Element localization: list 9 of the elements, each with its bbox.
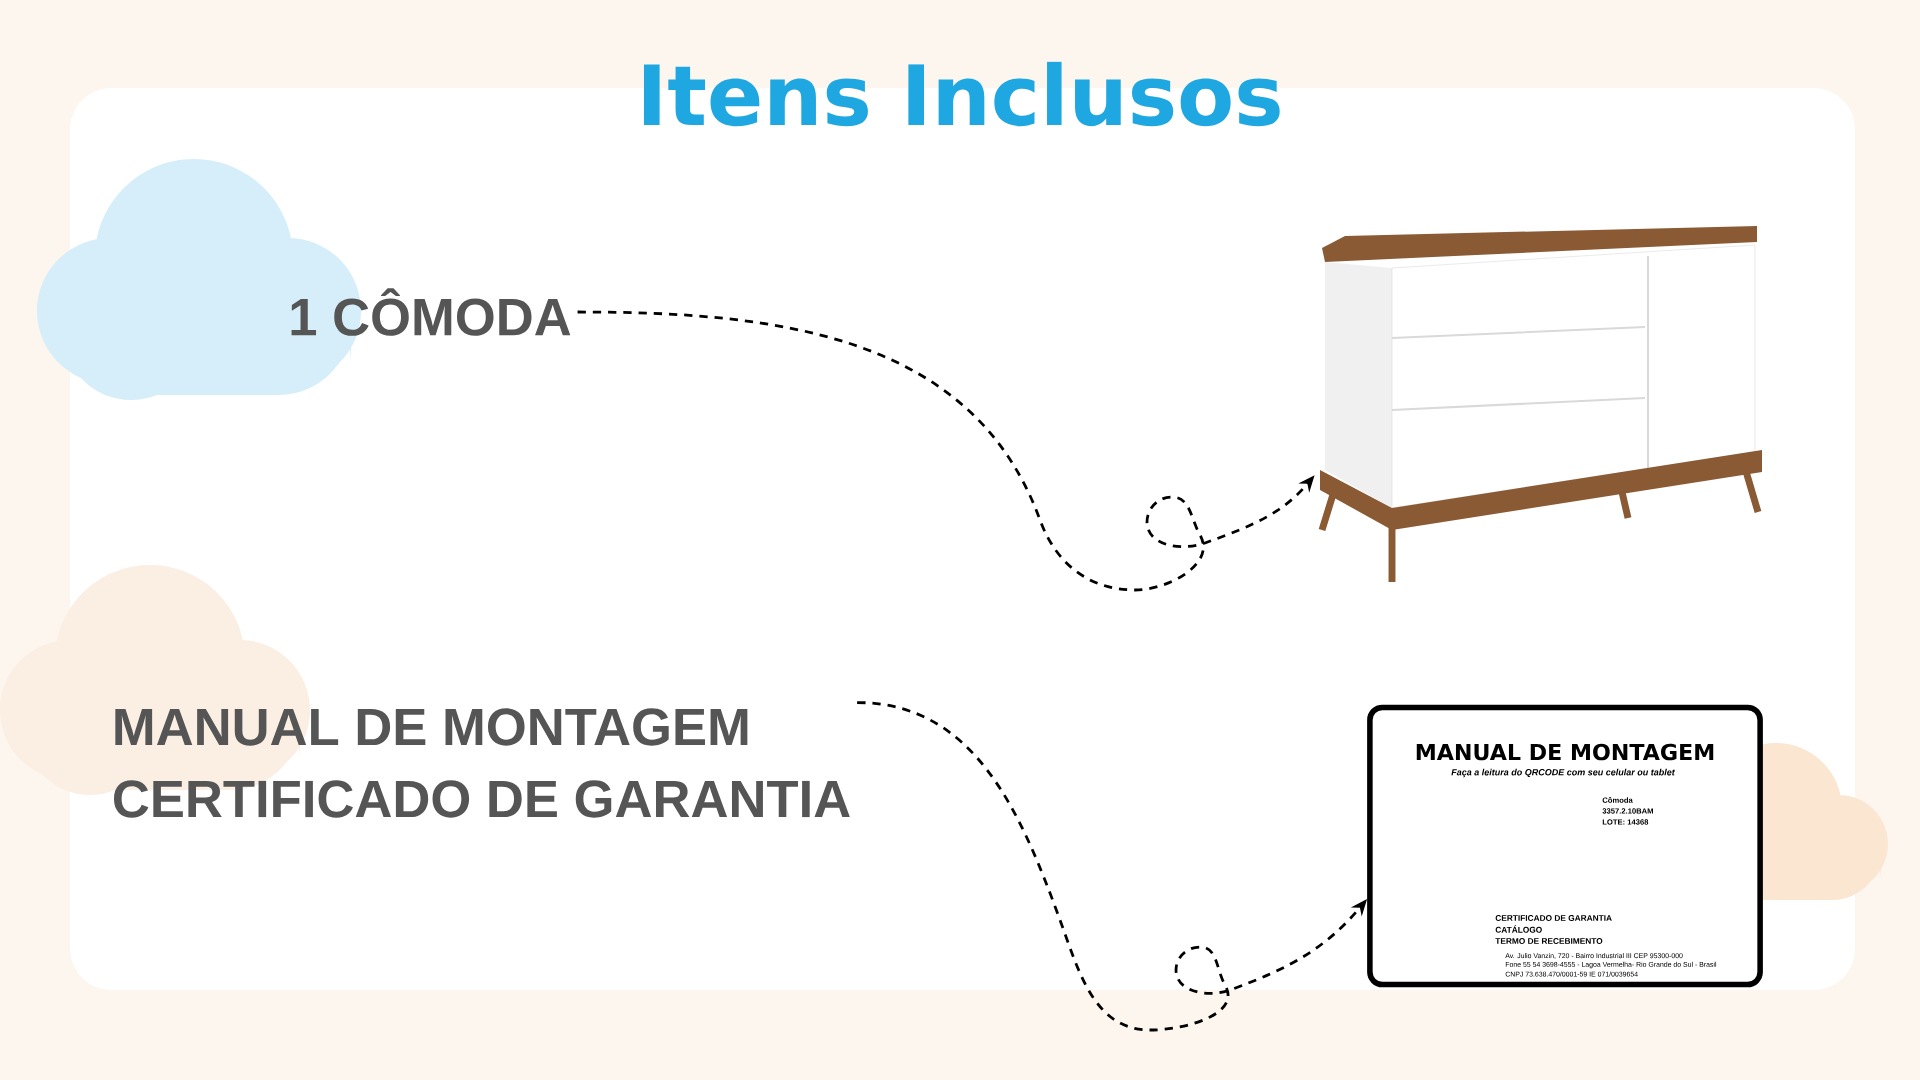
document-list-item: CERTIFICADO DE GARANTIA (1495, 915, 1612, 921)
document-list-item: TERMO DE RECEBIMENTO (1495, 938, 1603, 944)
title: Itens Inclusos (643, 61, 1280, 127)
card-heading: MANUAL DE MONTAGEM (1416, 743, 1714, 761)
item-label: 1 CÔMODA (291, 288, 571, 336)
document-list-item: CATÁLOGO (1495, 925, 1542, 933)
manual-card (1367, 704, 1763, 988)
item-list: MANUAL DE MONTAGEM CERTIFICADO DE GARANTIA (114, 708, 850, 818)
card-subtitle: Faça a leitura do QRCODE com seu celular ou tablet (1451, 768, 1676, 778)
